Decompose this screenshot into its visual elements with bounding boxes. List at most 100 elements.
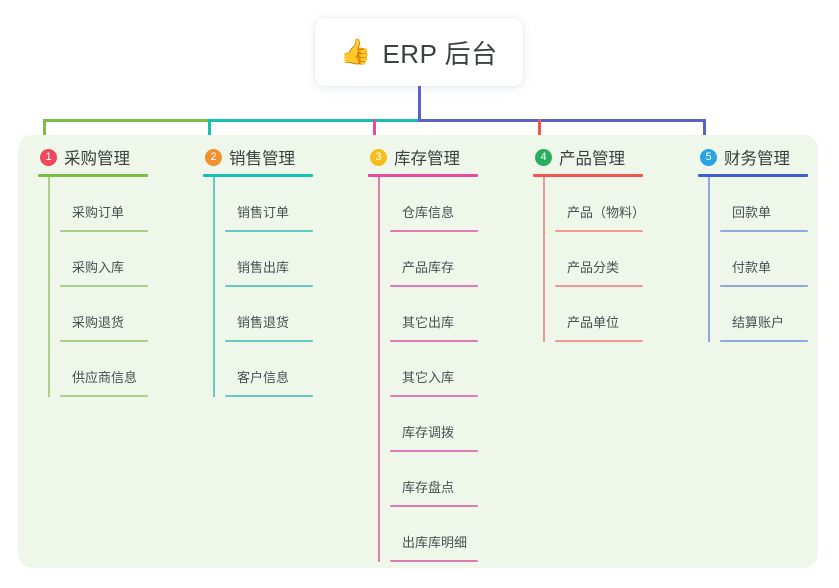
- leaf-item[interactable]: 采购入库: [60, 232, 148, 287]
- leaf-item[interactable]: 采购订单: [60, 177, 148, 232]
- leaf-label: 销售出库: [237, 260, 290, 275]
- leaf-item[interactable]: 产品（物料）: [555, 177, 646, 232]
- leaf-item[interactable]: 采购退货: [60, 287, 148, 342]
- connector-drop-5: [703, 119, 706, 146]
- leaf-spine-5: [708, 177, 710, 342]
- leaf-label: 库存盘点: [402, 480, 455, 495]
- branch-header-2[interactable]: 2 销售管理: [203, 146, 313, 168]
- leaf-label: 库存调拨: [402, 425, 455, 440]
- leaf-item[interactable]: 库存盘点: [390, 452, 478, 507]
- leaf-item[interactable]: 销售退货: [225, 287, 313, 342]
- leaf-item[interactable]: 其它入库: [390, 342, 478, 397]
- connector-bar-green-segment: [43, 119, 208, 122]
- branch-rule-4: [533, 174, 643, 177]
- connector-drop-4: [538, 119, 541, 146]
- connector-bar-blue-segment: [418, 119, 706, 122]
- branches-panel: [18, 135, 818, 568]
- branch-header-3[interactable]: 3 库存管理: [368, 146, 478, 168]
- connector-drop-2: [208, 119, 211, 146]
- leaf-label: 产品库存: [402, 260, 455, 275]
- leaf-rule: [390, 230, 478, 232]
- branch-badge-5: 5: [700, 148, 717, 166]
- leaf-label: 销售退货: [237, 315, 290, 330]
- leaf-label: 采购订单: [72, 205, 125, 220]
- branch-title-1: 采购管理: [64, 150, 130, 168]
- leaf-item[interactable]: 结算账户: [720, 287, 808, 342]
- connector-drop-1: [43, 119, 46, 146]
- leaf-label: 产品分类: [567, 260, 620, 275]
- branch-badge-3: 3: [370, 148, 387, 166]
- leaf-list-2: 销售订单销售出库销售退货客户信息: [203, 177, 313, 397]
- leaf-item[interactable]: 销售订单: [225, 177, 313, 232]
- root-node-title: ERP 后台: [382, 38, 498, 69]
- branch-header-5[interactable]: 5 财务管理: [698, 146, 808, 168]
- leaf-spine-1: [48, 177, 50, 397]
- root-node-card[interactable]: 👍 ERP 后台: [315, 18, 523, 86]
- leaf-rule: [390, 505, 478, 507]
- leaf-list-1: 采购订单采购入库采购退货供应商信息: [38, 177, 148, 397]
- leaf-item[interactable]: 销售出库: [225, 232, 313, 287]
- branch-header-1[interactable]: 1 采购管理: [38, 146, 148, 168]
- leaf-label: 仓库信息: [402, 205, 455, 220]
- leaf-rule: [390, 340, 478, 342]
- leaf-label: 其它入库: [402, 370, 455, 385]
- leaf-rule: [225, 230, 313, 232]
- leaf-list-4: 产品（物料） 产品分类产品单位: [533, 177, 646, 342]
- leaf-label: 产品单位: [567, 315, 620, 330]
- leaf-list-5: 回款单付款单结算账户: [698, 177, 808, 342]
- leaf-rule: [60, 285, 148, 287]
- branch-3: 3 库存管理仓库信息产品库存其它出库其它入库库存调拨库存盘点出库库明细: [368, 146, 478, 562]
- leaf-rule: [390, 395, 478, 397]
- branch-2: 2 销售管理销售订单销售出库销售退货客户信息: [203, 146, 313, 397]
- branch-rule-2: [203, 174, 313, 177]
- branch-title-3: 库存管理: [394, 150, 460, 168]
- branch-badge-1: 1: [40, 148, 57, 166]
- leaf-item[interactable]: 客户信息: [225, 342, 313, 397]
- leaf-rule: [225, 395, 313, 397]
- leaf-item[interactable]: 库存调拨: [390, 397, 478, 452]
- leaf-rule: [60, 230, 148, 232]
- leaf-rule: [225, 340, 313, 342]
- leaf-label: 回款单: [732, 205, 772, 220]
- leaf-rule: [720, 340, 808, 342]
- leaf-rule: [60, 395, 148, 397]
- leaf-item[interactable]: 仓库信息: [390, 177, 478, 232]
- leaf-label: 产品（物料）: [567, 205, 646, 220]
- leaf-rule: [60, 340, 148, 342]
- connector-bar-teal-segment: [208, 119, 418, 122]
- leaf-label: 采购入库: [72, 260, 125, 275]
- leaf-label: 其它出库: [402, 315, 455, 330]
- branch-badge-2: 2: [205, 148, 222, 166]
- leaf-item[interactable]: 付款单: [720, 232, 808, 287]
- leaf-label: 采购退货: [72, 315, 125, 330]
- leaf-list-3: 仓库信息产品库存其它出库其它入库库存调拨库存盘点出库库明细: [368, 177, 478, 562]
- leaf-label: 结算账户: [732, 315, 785, 330]
- branch-rule-1: [38, 174, 148, 177]
- leaf-item[interactable]: 产品分类: [555, 232, 643, 287]
- leaf-item[interactable]: 出库库明细: [390, 507, 478, 562]
- leaf-label: 客户信息: [237, 370, 290, 385]
- leaf-label: 付款单: [732, 260, 772, 275]
- leaf-rule: [390, 560, 478, 562]
- leaf-rule: [720, 230, 808, 232]
- leaf-label: 出库库明细: [402, 535, 468, 550]
- leaf-item[interactable]: 回款单: [720, 177, 808, 232]
- leaf-spine-2: [213, 177, 215, 397]
- branch-title-2: 销售管理: [229, 150, 295, 168]
- branch-5: 5 财务管理回款单付款单结算账户: [698, 146, 808, 342]
- leaf-item[interactable]: 产品单位: [555, 287, 643, 342]
- leaf-item[interactable]: 其它出库: [390, 287, 478, 342]
- leaf-item[interactable]: 产品库存: [390, 232, 478, 287]
- leaf-rule: [390, 450, 478, 452]
- branch-title-5: 财务管理: [724, 150, 790, 168]
- leaf-rule: [555, 230, 643, 232]
- connector-drop-3: [373, 119, 376, 146]
- leaf-rule: [390, 285, 478, 287]
- connector-trunk: [418, 86, 421, 122]
- leaf-item[interactable]: 供应商信息: [60, 342, 148, 397]
- leaf-rule: [555, 340, 643, 342]
- leaf-spine-3: [378, 177, 380, 562]
- leaf-label: 销售订单: [237, 205, 290, 220]
